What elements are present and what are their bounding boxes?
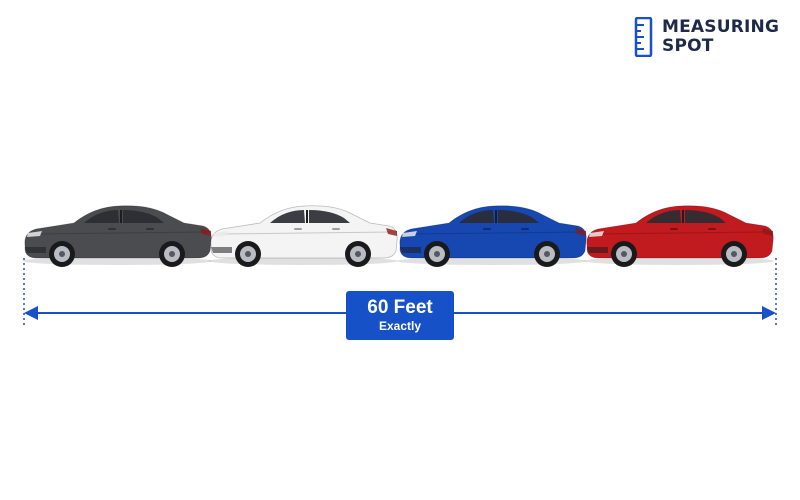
- car-dark-gray: [21, 204, 213, 268]
- car-red: [583, 204, 775, 268]
- right-arrowhead-icon: [762, 306, 776, 320]
- brand-logo: MEASURING SPOT: [634, 17, 779, 57]
- car-white: [207, 204, 399, 268]
- measurement-value: 60 Feet: [367, 297, 433, 318]
- measurement-label: 60 Feet Exactly: [346, 291, 454, 340]
- brand-name: MEASURING SPOT: [662, 18, 779, 56]
- measurement-qualifier: Exactly: [378, 319, 422, 333]
- brand-line-2: SPOT: [662, 36, 714, 56]
- ruler-icon: [634, 17, 653, 57]
- car-blue: [396, 204, 588, 268]
- brand-line-1: MEASURING: [662, 17, 780, 37]
- left-arrowhead-icon: [24, 306, 38, 320]
